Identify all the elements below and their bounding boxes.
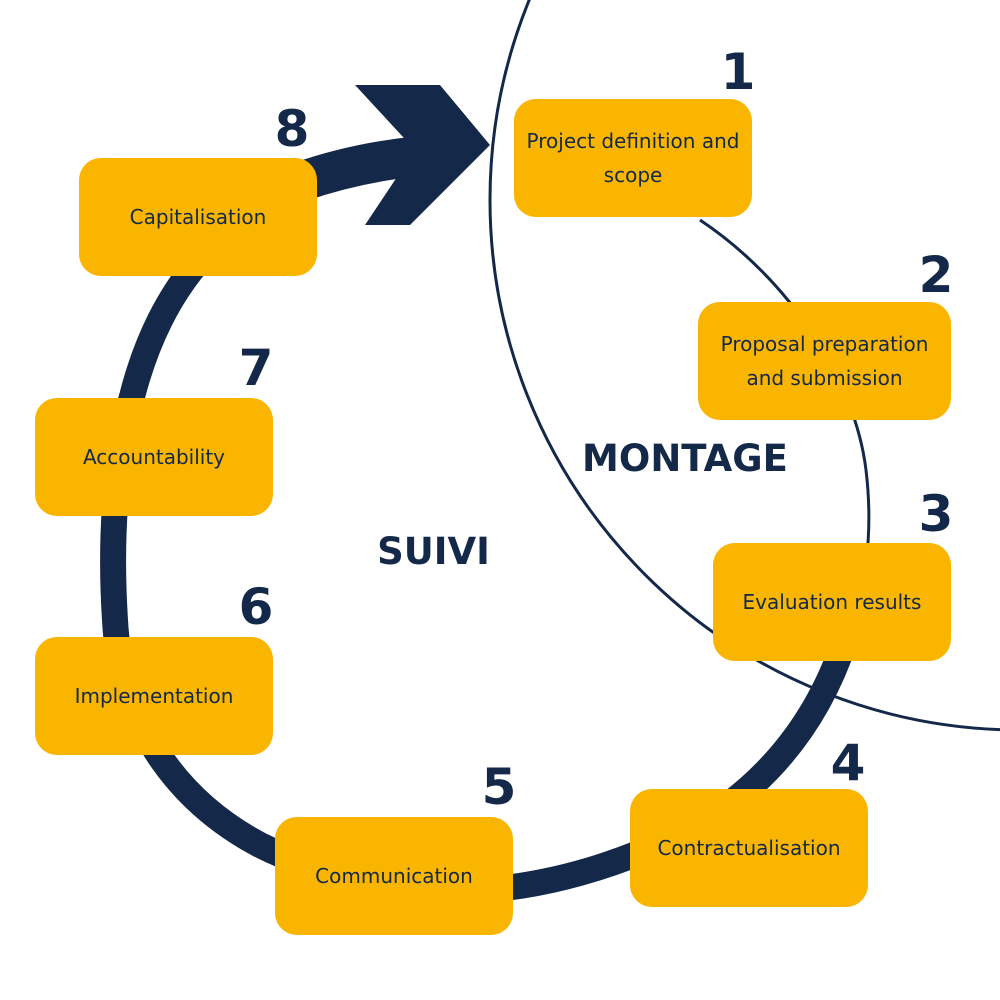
step-box-contractualisation: Contractualisation bbox=[630, 789, 868, 907]
step-label: Accountability bbox=[82, 445, 226, 469]
step-number: 6 bbox=[238, 578, 274, 636]
step-number: 4 bbox=[830, 734, 866, 792]
step-number: 5 bbox=[481, 758, 517, 816]
step-box-proposal-preparation: Proposal preparation and submission bbox=[698, 302, 951, 420]
step-number: 1 bbox=[720, 43, 756, 101]
step-number: 2 bbox=[918, 246, 954, 304]
step-box-capitalisation: Capitalisation bbox=[79, 158, 317, 276]
step-number: 3 bbox=[918, 485, 954, 543]
step-box-communication: Communication bbox=[275, 817, 513, 935]
step-box-accountability: Accountability bbox=[35, 398, 273, 516]
phase-label-suivi: SUIVI bbox=[377, 530, 490, 573]
step-box-implementation: Implementation bbox=[35, 637, 273, 755]
step-box-evaluation-results: Evaluation results bbox=[713, 543, 951, 661]
step-number: 7 bbox=[238, 339, 274, 397]
montage-zone-circle bbox=[488, 0, 1000, 731]
step-label: Implementation bbox=[74, 684, 234, 708]
arrow-head-icon bbox=[355, 85, 490, 225]
phase-label-montage: MONTAGE bbox=[582, 437, 788, 480]
step-label: Project definition and scope bbox=[526, 129, 740, 187]
step-box-project-definition: Project definition and scope bbox=[514, 99, 752, 217]
step-label: Evaluation results bbox=[742, 590, 922, 614]
step-number: 8 bbox=[274, 100, 310, 158]
step-label: Communication bbox=[315, 864, 473, 888]
step-label: Proposal preparation and submission bbox=[720, 332, 929, 390]
step-label: Contractualisation bbox=[657, 836, 841, 860]
step-label: Capitalisation bbox=[129, 205, 267, 229]
